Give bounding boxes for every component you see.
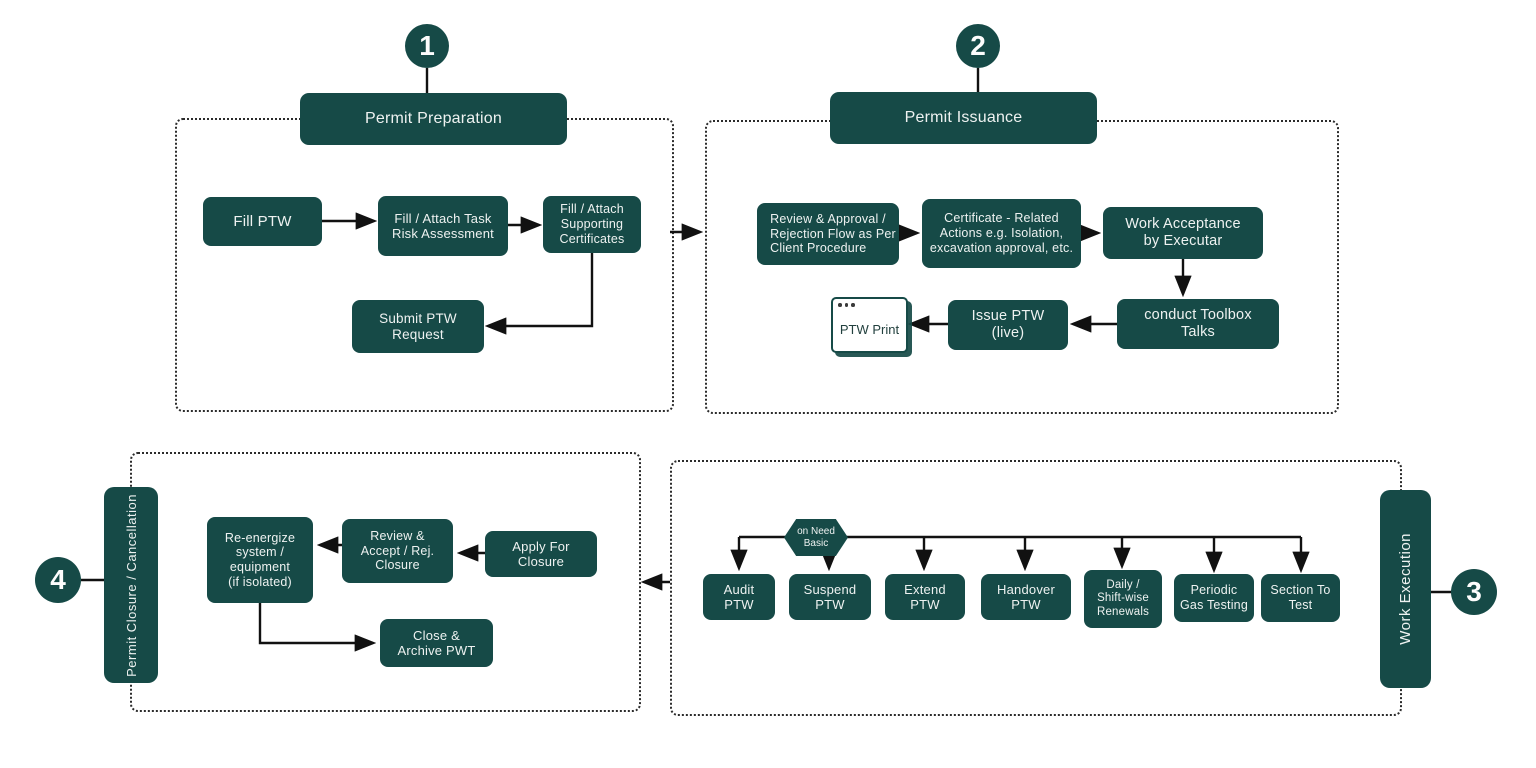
node-work-acceptance: Work Acceptance by Executar xyxy=(1103,207,1263,259)
node-fill-ptw: Fill PTW xyxy=(203,197,322,246)
node-reenergize-system: Re-energize system / equipment (if isola… xyxy=(207,517,313,603)
stage1-number: 1 xyxy=(419,30,435,61)
node-ptw-print-window: PTW Print xyxy=(831,297,908,353)
stage3-header-label: Work Execution xyxy=(1397,533,1414,645)
stage3-badge: 3 xyxy=(1451,569,1497,615)
node-close-archive-pwt: Close & Archive PWT xyxy=(380,619,493,667)
node-supporting-certificates: Fill / Attach Supporting Certificates xyxy=(543,196,641,253)
stage1-header: Permit Preparation xyxy=(300,93,567,145)
node-submit-ptw-request: Submit PTW Request xyxy=(352,300,484,353)
stage4-header-label: Permit Closure / Cancellation xyxy=(123,493,139,677)
node-review-approval: Review & Approval / Rejection Flow as Pe… xyxy=(757,203,899,265)
window-dots-icon xyxy=(838,303,855,307)
node-extend-ptw: Extend PTW xyxy=(885,574,965,620)
node-task-risk-assessment: Fill / Attach Task Risk Assessment xyxy=(378,196,508,256)
node-audit-ptw: Audit PTW xyxy=(703,574,775,620)
node-issue-ptw: Issue PTW (live) xyxy=(948,300,1068,350)
stage4-badge: 4 xyxy=(35,557,81,603)
stage3-number: 3 xyxy=(1466,576,1482,607)
node-handover-ptw: Handover PTW xyxy=(981,574,1071,620)
stage3-header: Work Execution xyxy=(1380,490,1431,688)
condition-hexagon-on-need-basic: on Need Basic xyxy=(784,519,848,556)
stage4-header: Permit Closure / Cancellation xyxy=(104,487,158,683)
stage2-header: Permit Issuance xyxy=(830,92,1097,144)
stage2-number: 2 xyxy=(970,30,986,61)
node-certificate-actions: Certificate - Related Actions e.g. Isola… xyxy=(922,199,1081,268)
stage4-number: 4 xyxy=(50,564,66,595)
ptw-print-label: PTW Print xyxy=(839,321,900,337)
node-shiftwise-renewals: Daily / Shift-wise Renewals xyxy=(1084,570,1162,628)
stage1-container xyxy=(175,118,674,412)
stage2-badge: 2 xyxy=(956,24,1000,68)
node-review-accept-closure: Review & Accept / Rej. Closure xyxy=(342,519,453,583)
stage1-badge: 1 xyxy=(405,24,449,68)
node-toolbox-talks: conduct Toolbox Talks xyxy=(1117,299,1279,349)
node-periodic-gas-testing: Periodic Gas Testing xyxy=(1174,574,1254,622)
node-section-to-test: Section To Test xyxy=(1261,574,1340,622)
node-suspend-ptw: Suspend PTW xyxy=(789,574,871,620)
node-apply-for-closure: Apply For Closure xyxy=(485,531,597,577)
